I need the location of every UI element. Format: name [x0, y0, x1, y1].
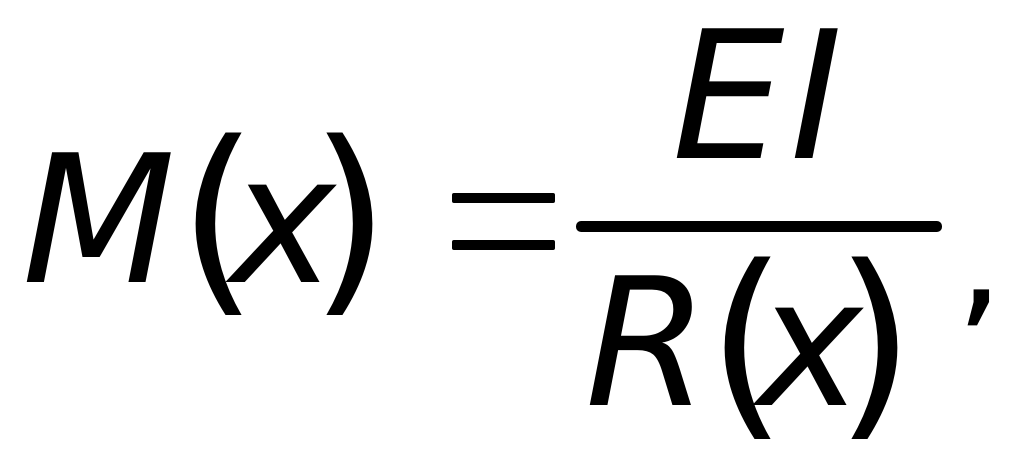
equals-sign-bottom-bar: [452, 240, 555, 250]
denominator-variable: x: [757, 240, 863, 447]
moment-function-symbol: M: [22, 117, 176, 324]
denominator-open-paren: (: [707, 223, 787, 461]
equals-sign-top-bar: [452, 193, 555, 203]
denominator-function-symbol: R: [585, 240, 709, 447]
numerator-e: E: [672, 0, 785, 200]
lhs-close-paren: ): [310, 99, 390, 337]
trailing-comma: ,: [956, 170, 1004, 344]
lhs-variable: x: [230, 117, 336, 324]
denominator-close-paren: ): [835, 223, 915, 461]
fraction-bar: [576, 221, 942, 232]
numerator-i: I: [790, 0, 843, 200]
lhs-open-paren: (: [178, 99, 258, 337]
